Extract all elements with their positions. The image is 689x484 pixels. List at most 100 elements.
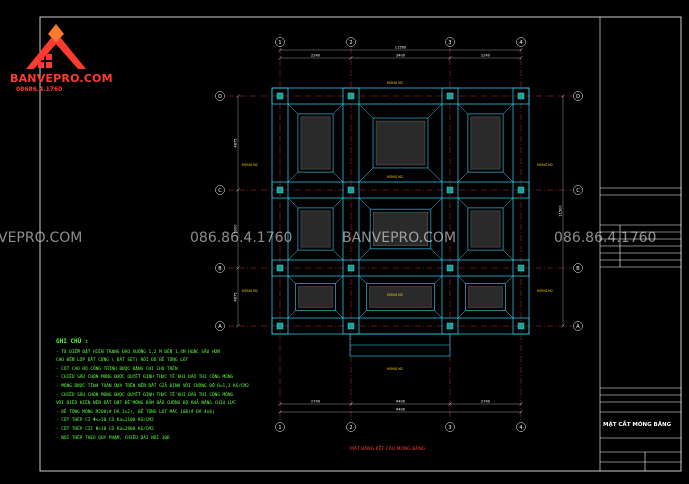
column-bubble-bottom-circle (346, 422, 356, 432)
footing-taper-line (427, 167, 443, 183)
column-block (276, 186, 284, 194)
dimension-tick (349, 56, 353, 60)
row-bubble-right-text: C (576, 188, 580, 194)
dimension-tick (278, 48, 282, 52)
footing-taper-line (358, 310, 367, 319)
footing-pad (297, 207, 334, 251)
footing-taper-line (505, 275, 514, 284)
footing-hatch (470, 210, 501, 248)
note-line: - CHIỀU SÂU CHÔN MÓNG ĐƯỢC QUYẾT ĐỊNH TH… (56, 392, 234, 398)
footing-tag: MÓNG M2 (537, 162, 553, 167)
footing-taper-line (502, 249, 514, 261)
dimension-tick (236, 266, 240, 270)
dimension-tick (236, 324, 240, 328)
footing-pad (467, 207, 504, 251)
brand-phone: 08686.4.1760 (16, 86, 63, 93)
footing-pad (465, 283, 506, 311)
footing-taper-line (430, 197, 443, 210)
note-line: - CHIỀU SÂU CHÔN MÓNG ĐƯỢC QUYẾT ĐỊNH TH… (56, 375, 234, 381)
footing-taper-line (335, 310, 344, 319)
row-bubble-left-circle (215, 91, 225, 101)
footing-taper-line (505, 310, 514, 319)
footing-tag: MÓNG M2 (242, 288, 258, 293)
footing-taper-line (332, 249, 344, 261)
footing-taper-line (287, 310, 296, 319)
footing-taper-line (287, 249, 299, 261)
title-block-title: MẶT CẮT MÓNG BĂNG (603, 422, 672, 428)
row-bubble-right-circle (573, 91, 583, 101)
footing-taper-line (434, 310, 443, 319)
column-bubble-top-text: 4 (519, 40, 522, 46)
footing-hatch (298, 286, 333, 308)
column-bubble-top-circle (516, 37, 526, 47)
row-bubble-left-circle (215, 185, 225, 195)
footing-taper-line (332, 197, 344, 209)
footing-strip (271, 259, 530, 277)
footing-strip (271, 181, 530, 199)
footing-taper-line (427, 103, 443, 119)
dimension-value: 4400 (396, 400, 406, 404)
note-line: - NỐI THÉP THEO QUY PHẠM, CHIỀU DÀI NỐI … (56, 435, 170, 441)
column-block (446, 322, 454, 330)
dimension-value: 2240 (481, 54, 491, 58)
dimension-tick (519, 402, 523, 406)
banvepro-logo-icon (26, 24, 86, 69)
column-block (517, 92, 525, 100)
dimension-value: 5000 (234, 224, 238, 234)
footing-tag: MÓNG M2 (537, 288, 553, 293)
row-bubble-left-text: C (218, 188, 222, 194)
footing-taper-line (358, 248, 371, 261)
column-bubble-top-text: 2 (349, 40, 352, 46)
column-bubble-top-text: 1 (278, 40, 281, 46)
footing-taper-line (332, 171, 344, 183)
column-block (276, 264, 284, 272)
row-bubble-right-circle (573, 263, 583, 273)
row-bubble-right-text: B (576, 266, 580, 272)
dimension-value: 4875 (234, 138, 238, 147)
column-bubble-bottom-circle (445, 422, 455, 432)
dimension-value: 4400 (396, 408, 406, 412)
dimension-value: 11500 (559, 205, 563, 217)
footing-taper-line (457, 249, 469, 261)
footing-taper-line (430, 248, 443, 261)
footing-strip (271, 87, 530, 105)
row-bubble-left-text: B (218, 266, 222, 272)
footing-taper-line (502, 171, 514, 183)
footing-taper-line (358, 103, 374, 119)
dimension-tick (278, 402, 282, 406)
note-line: - CỐT THÉP CI Φ<=10 CÓ Ra=2100 KG/CM2 (56, 418, 154, 424)
column-bubble-bottom-circle (516, 422, 526, 432)
footing-taper-line (457, 197, 469, 209)
note-line: CHO ĐẾN LỚP ĐẤT CỨNG ( ĐẤT SÉT) RỒI ĐỔ B… (56, 358, 189, 364)
footing-tag: MÓNG M2 (387, 292, 403, 297)
grid-lines (228, 48, 572, 420)
footing-hatch (470, 116, 501, 170)
dimension-value: 11500 (395, 46, 407, 50)
note-line: - BÊ TÔNG MÓNG M200(# ĐÁ 1x2), BÊ TÔNG L… (56, 409, 215, 415)
brand-name: BANVEPRO.COM (10, 72, 113, 85)
column-block (517, 322, 525, 330)
dimension-tick (519, 56, 523, 60)
footing-tag: MÓNG M2 (387, 80, 403, 85)
dimension-value: 2740 (311, 400, 321, 404)
footing-taper-line (502, 197, 514, 209)
column-bubble-bottom-text: 2 (349, 425, 352, 431)
dimension-tick (236, 94, 240, 98)
footing-pad (366, 283, 435, 311)
footing-taper-line (358, 275, 367, 284)
watermark-1: VEPRO.COM (0, 230, 83, 246)
footing-tag: MÓNG M2 (387, 174, 403, 179)
dimension-value: 2240 (311, 54, 321, 58)
footing-taper-line (332, 103, 344, 115)
note-line: - CỐT THÉP CII Φ>10 CÓ Ra=2800 KG/CM2 (56, 426, 154, 432)
row-bubble-right-text: D (576, 94, 580, 100)
note-line: - TỪ ĐIỂM ĐẶT HIỆN TRẠNG ĐÀO XUỐNG 1,2 M… (56, 349, 220, 355)
dimension-tick (349, 402, 353, 406)
footing-taper-line (457, 310, 466, 319)
dimension-tick (519, 48, 523, 52)
footing-pad (372, 117, 429, 169)
dimension-tick (561, 324, 565, 328)
dimension-tick (448, 402, 452, 406)
